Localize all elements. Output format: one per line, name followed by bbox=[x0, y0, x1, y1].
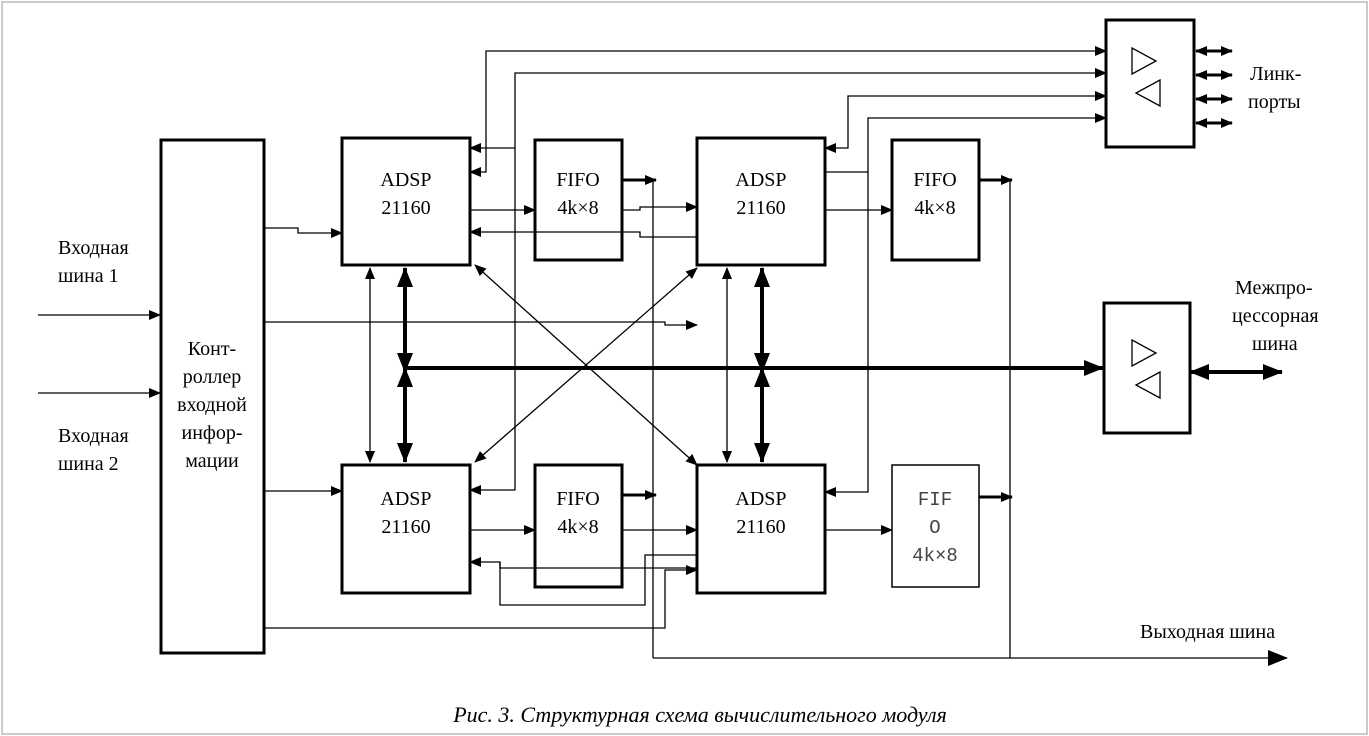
fifo-tl-label-2: 4k×8 bbox=[557, 197, 598, 219]
dsp-bl-label-1: ADSP bbox=[380, 488, 431, 510]
dsp-br-label-2: 21160 bbox=[736, 516, 785, 538]
link-to-dsp-bl bbox=[469, 148, 516, 495]
ctrl-to-dsp-tl bbox=[264, 227, 343, 238]
dsp-tl-link-b bbox=[469, 68, 1107, 153]
dsp-bl-label-2: 21160 bbox=[381, 516, 430, 538]
fifo-bl-label-2: 4k×8 bbox=[557, 516, 598, 538]
bottom-loop-wire bbox=[499, 554, 697, 606]
link-left-triangle-icon bbox=[1134, 78, 1161, 108]
fifo-tr-label-2: 4k×8 bbox=[914, 197, 955, 219]
interproc-label-2: цессорная bbox=[1232, 305, 1319, 327]
dsp-br-label-1: ADSP bbox=[735, 488, 786, 510]
input-bus-1-label: Входная bbox=[58, 237, 129, 259]
dsp-tl-label-2: 21160 bbox=[381, 197, 430, 219]
link-to-dsp-br bbox=[824, 172, 869, 497]
interproc-label-1: Межпро- bbox=[1235, 277, 1313, 299]
input-bus-2-label-2: шина 2 bbox=[58, 453, 119, 475]
fifo-br-label-1: FIF bbox=[918, 489, 952, 511]
interproc-label-3: шина bbox=[1252, 333, 1298, 355]
fifo-br-label-2: O bbox=[929, 517, 940, 539]
controller-label-1: Конт- bbox=[188, 338, 236, 360]
controller-label-5: мации bbox=[185, 450, 239, 472]
ctrl-to-dsp-br bbox=[264, 565, 698, 629]
buffer-left-triangle-icon bbox=[1134, 370, 1161, 400]
link-right-triangle-icon bbox=[1131, 46, 1158, 76]
dsp-tr-label-2: 21160 bbox=[736, 197, 785, 219]
dsp-bottom-right bbox=[695, 463, 827, 595]
fifo-bottom-right bbox=[891, 464, 980, 588]
controller-label-4: инфор- bbox=[181, 422, 242, 444]
input-bus-1-label-2: шина 1 bbox=[58, 265, 119, 287]
link-ports-label-2: порты bbox=[1248, 91, 1301, 113]
buffer-right-triangle-icon bbox=[1131, 338, 1158, 368]
link-ports-label-1: Линк- bbox=[1250, 63, 1301, 85]
interproc-buffer-box bbox=[1102, 301, 1192, 435]
dsp-tr-link-a bbox=[824, 91, 1107, 153]
controller-label-2: роллер bbox=[183, 366, 242, 388]
fifo-tl-label-1: FIFO bbox=[556, 169, 599, 191]
dsp-tr-link-b bbox=[825, 113, 1107, 173]
diag-tr-bl bbox=[474, 267, 698, 463]
controller-label-3: входной bbox=[177, 394, 247, 416]
dsp-bottom-left bbox=[340, 463, 472, 595]
input-bus-2-label: Входная bbox=[58, 425, 129, 447]
dsp-tr-to-dsp-tl-feedback bbox=[469, 227, 697, 238]
fifo-bl-label-1: FIFO bbox=[556, 488, 599, 510]
link-ports-box bbox=[1104, 18, 1196, 149]
fifo-tl-to-dsp-tr bbox=[622, 202, 698, 212]
input-controller-box bbox=[159, 138, 266, 655]
fifo-tr-label-1: FIFO bbox=[913, 169, 956, 191]
dsp-tl-label-1: ADSP bbox=[380, 169, 431, 191]
dsp-top-left bbox=[340, 136, 472, 267]
figure-caption: Рис. 3. Структурная схема вычислительног… bbox=[452, 702, 947, 727]
fifo-br-label-3: 4k×8 bbox=[912, 545, 958, 567]
dsp-tr-label-1: ADSP bbox=[735, 169, 786, 191]
output-bus-label: Выходная шина bbox=[1140, 621, 1275, 643]
